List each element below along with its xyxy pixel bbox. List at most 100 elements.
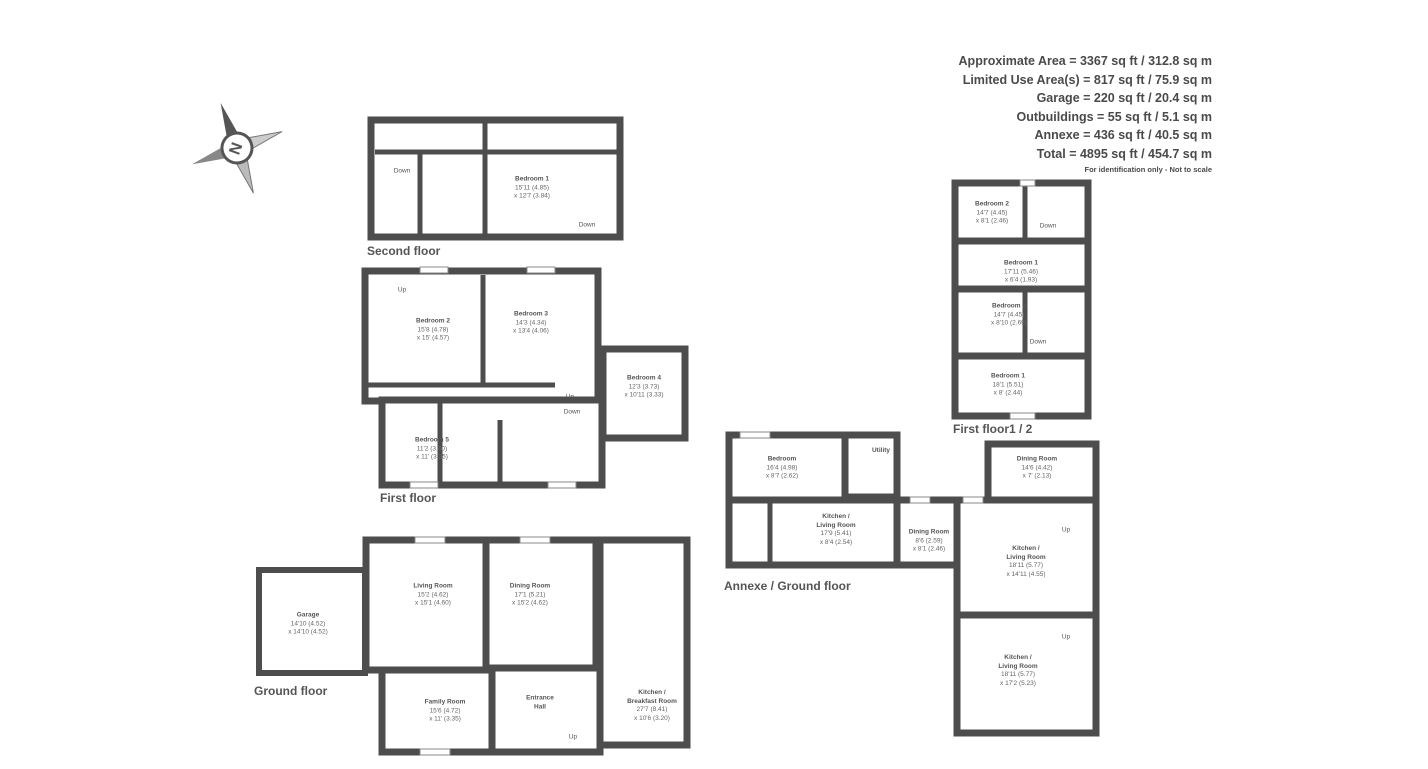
- room-dim: 14'10 (4.52): [290, 619, 326, 627]
- stair-note: Down: [393, 167, 411, 175]
- room-name: Breakfast Room: [627, 697, 677, 705]
- room-name: Kitchen /: [1004, 654, 1032, 661]
- floor-label-first: First floor: [380, 491, 436, 505]
- room-dim: 17'11 (5.46): [1003, 267, 1039, 275]
- room-dim: x 14'11 (4.55): [1006, 570, 1046, 578]
- room-name: Dining Room: [509, 582, 551, 590]
- room-name: Living Room: [816, 521, 856, 529]
- room-dim: 14'7 (4.45): [976, 208, 1008, 216]
- room-dim: x 6'4 (1.93): [1004, 276, 1038, 284]
- room-name: Garage: [296, 611, 320, 619]
- room-name: Entrance: [526, 694, 554, 702]
- room-dim: 14'3 (4.34): [515, 318, 547, 326]
- room-dim: x 15' (4.57): [416, 334, 450, 342]
- room-name: Living Room: [998, 662, 1038, 670]
- room-dim: 14'6 (4.42): [1021, 463, 1053, 471]
- room-dim: x 14'10 (4.52): [288, 628, 328, 636]
- room-dim: x 15'1 (4.60): [415, 599, 451, 607]
- room-dim: x 7' (2.13): [1022, 472, 1052, 480]
- room-dim: x 10'11 (3.33): [624, 391, 664, 399]
- area-line: Outbuildings = 55 sq ft / 5.1 sq m: [1016, 109, 1212, 124]
- room-dim: 15'8 (4.78): [417, 325, 449, 333]
- area-line: Annexe = 436 sq ft / 40.5 sq m: [1034, 128, 1212, 142]
- room-name: Dining Room: [908, 528, 950, 536]
- room-dim: x 10'6 (3.20): [634, 714, 670, 722]
- room-name: Bedroom 3: [514, 310, 548, 318]
- room-dim: x 8'1 (2.46): [975, 217, 1009, 225]
- room-label: Utility: [872, 447, 890, 456]
- room-dim: 18'1 (5.51): [992, 380, 1024, 388]
- room-dim: x 8'7 (2.62): [765, 472, 799, 480]
- room-dim: x 8'10 (2.69): [991, 319, 1027, 327]
- stair-note: Up: [397, 286, 407, 294]
- room-dim: x 17'2 (5.23): [1000, 679, 1036, 687]
- room-name: Kitchen /: [638, 689, 666, 696]
- floor-label-first-1-2: First floor1 / 2: [953, 422, 1033, 436]
- room-name: Bedroom 2: [416, 317, 450, 325]
- floor-label-ground: Ground floor: [254, 684, 328, 698]
- room-dim: 18'11 (5.77): [1000, 671, 1036, 678]
- entrance-hall-outline: [488, 664, 604, 756]
- room-dim: 8'6 (2.59): [915, 536, 943, 544]
- area-line: Limited Use Area(s) = 817 sq ft / 75.9 s…: [962, 72, 1212, 87]
- room-name: Kitchen /: [1012, 545, 1040, 552]
- area-line: Total = 4895 sq ft / 454.7 sq m: [1036, 146, 1212, 161]
- disclaimer: For identification only - Not to scale: [1084, 165, 1212, 174]
- room-name: Kitchen /: [822, 513, 850, 520]
- annexe-bedroom-outline: [725, 431, 849, 504]
- room-dim: 18'11 (5.77): [1008, 562, 1044, 569]
- area-summary: Approximate Area = 3367 sq ft / 312.8 sq…: [959, 52, 1212, 177]
- room-name: Utility: [871, 446, 891, 454]
- room-dim: x 11' (3.35): [416, 453, 448, 461]
- stair-note: Down: [1029, 338, 1047, 346]
- dining-room-outline: [482, 536, 600, 672]
- room-name: Bedroom 1: [1004, 259, 1038, 267]
- room-name: Living Room: [1006, 553, 1046, 561]
- first-floor-lower-outline: [378, 396, 606, 489]
- room-dim: 11'2 (3.40): [416, 444, 448, 452]
- room-name: Bedroom 1: [515, 175, 549, 183]
- room-dim: 15'11 (4.85): [514, 183, 549, 191]
- room-dim: 17'1 (5.21): [514, 590, 546, 598]
- room-dim: x 8'4 (2.54): [819, 538, 853, 546]
- room-dim: 12'3 (3.73): [628, 382, 660, 390]
- utility-outline: [841, 431, 901, 501]
- annexe-kitchen-outline: [725, 496, 901, 569]
- room-name: Family Room: [424, 698, 466, 706]
- room-name: Living Room: [413, 582, 453, 590]
- room-name: Bedroom 5: [415, 436, 449, 444]
- stair-note: Down: [563, 408, 581, 416]
- room-dim: 17'9 (5.41): [820, 530, 852, 537]
- room-dim: x 15'2 (4.62): [512, 599, 548, 607]
- stair-note: Up: [1061, 633, 1071, 641]
- compass-icon: [191, 102, 283, 194]
- bedroom-4-outline: [599, 345, 689, 442]
- room-dim: 27'7 (8.41): [636, 706, 668, 713]
- room-dim: 16'4 (4.98): [766, 463, 798, 471]
- area-line: Garage = 220 sq ft / 20.4 sq m: [1036, 91, 1212, 105]
- room-dim: 15'6 (4.72): [429, 706, 461, 714]
- stair-note: Up: [565, 393, 575, 401]
- room-name: Bedroom 2: [975, 200, 1009, 208]
- room-name: Bedroom 2: [992, 302, 1026, 310]
- room-name: Bedroom 1: [991, 372, 1025, 380]
- right-kitchen-2-outline: [953, 611, 1100, 737]
- room-dim: x 12'7 (3.84): [514, 192, 550, 200]
